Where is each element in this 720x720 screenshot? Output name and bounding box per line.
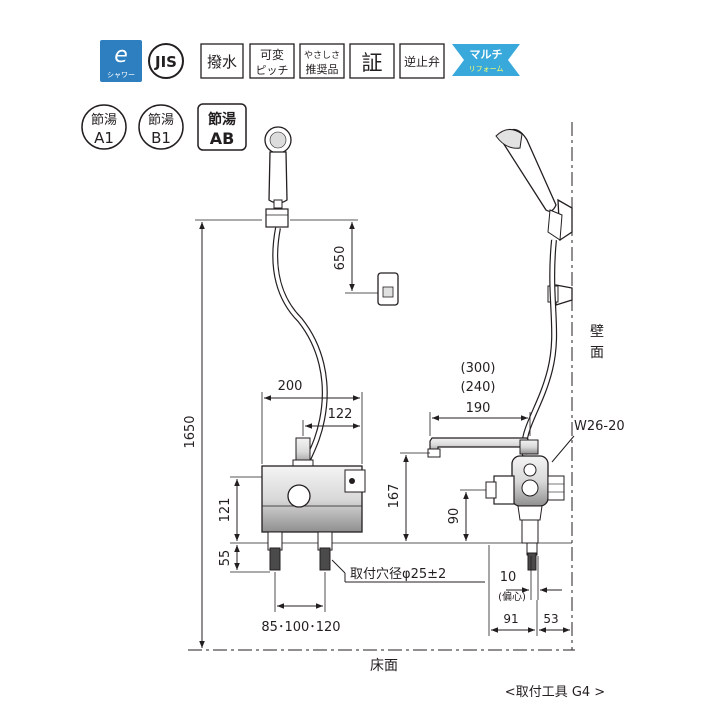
water-repellent-label: 撥水 bbox=[207, 53, 237, 71]
eco-shower-label: e bbox=[114, 43, 128, 68]
jis-mark-icon: JIS bbox=[148, 43, 184, 79]
multi-reform-sub-label: リフォーム bbox=[469, 65, 504, 73]
wall-holder-icon bbox=[377, 272, 399, 306]
recommended-icon: やさしさ 推奨品 bbox=[299, 43, 345, 79]
hot-water-saving-b1-badge: 節湯 B1 bbox=[138, 104, 184, 150]
dim-650-label: 650 bbox=[333, 246, 348, 271]
dim-55-label: 55 bbox=[218, 550, 233, 567]
hole-diameter-label: 取付穴径φ25±2 bbox=[350, 567, 446, 582]
offset-label: (偏心) bbox=[498, 590, 526, 603]
thread-spec-label: W26-20 bbox=[574, 419, 625, 434]
dim-10-label: 10 bbox=[500, 570, 517, 585]
dim-167-label: 167 bbox=[387, 484, 402, 509]
variable-pitch-sub-label: ピッチ bbox=[256, 64, 289, 77]
certificate-label: 証 bbox=[362, 51, 383, 75]
dim-300-label: (300) bbox=[461, 361, 496, 376]
faucet-body-side bbox=[485, 439, 565, 571]
variable-pitch-icon: 可変 ピッチ bbox=[249, 43, 295, 79]
water-repellent-icon: 撥水 bbox=[200, 43, 244, 79]
variable-pitch-label: 可変 bbox=[260, 47, 284, 62]
dim-90-label: 90 bbox=[447, 508, 462, 525]
badge-b1-line2: B1 bbox=[151, 129, 171, 147]
check-valve-label: 逆止弁 bbox=[404, 54, 440, 69]
multi-reform-label: マルチ bbox=[470, 48, 503, 61]
dim-1650-label: 1650 bbox=[183, 415, 198, 448]
hot-water-saving-ab-badge: 節湯 AB bbox=[197, 103, 247, 151]
badge-ab-line2: AB bbox=[210, 129, 235, 148]
dim-200-label: 200 bbox=[278, 379, 303, 394]
shower-hose-front bbox=[272, 227, 328, 462]
shower-head-side bbox=[495, 128, 557, 212]
tool-label: <取付工具 G4 > bbox=[505, 685, 605, 700]
shower-holder-front bbox=[265, 208, 289, 228]
multi-reform-icon: マルチ リフォーム bbox=[452, 44, 520, 76]
eco-shower-sub-label: シャワー bbox=[107, 71, 135, 79]
mounting-legs-front bbox=[267, 531, 333, 571]
hot-water-saving-a1-badge: 節湯 A1 bbox=[81, 104, 127, 150]
recommended-sub-label: 推奨品 bbox=[306, 62, 339, 76]
dim-190-label: 190 bbox=[466, 401, 491, 416]
jis-label: JIS bbox=[154, 53, 177, 71]
recommended-label: やさしさ bbox=[304, 50, 340, 61]
badge-a1-line1: 節湯 bbox=[91, 113, 117, 128]
floor-label: 床面 bbox=[370, 658, 398, 674]
shower-holder-side bbox=[547, 198, 573, 306]
badge-b1-line1: 節湯 bbox=[148, 113, 174, 128]
wall-label-line2: 面 bbox=[590, 345, 604, 361]
dim-122-label: 122 bbox=[328, 407, 353, 422]
badge-a1-line2: A1 bbox=[94, 129, 114, 147]
badge-ab-line1: 節湯 bbox=[208, 111, 236, 128]
spout-side bbox=[427, 437, 529, 458]
check-valve-icon: 逆止弁 bbox=[399, 43, 445, 79]
eco-shower-icon: e シャワー bbox=[100, 40, 142, 82]
shower-head-front bbox=[264, 126, 292, 209]
dim-121-label: 121 bbox=[218, 498, 233, 523]
dim-240-label: (240) bbox=[461, 380, 496, 395]
pitch-label: 85･100･120 bbox=[261, 620, 340, 635]
wall-label-line1: 壁 bbox=[590, 324, 604, 340]
dim-53-label: 53 bbox=[543, 612, 558, 626]
certificate-icon: 証 bbox=[349, 43, 395, 79]
dim-91-label: 91 bbox=[503, 612, 518, 626]
faucet-body-front bbox=[261, 437, 366, 533]
